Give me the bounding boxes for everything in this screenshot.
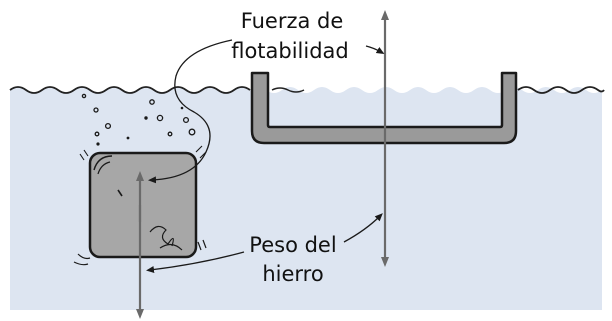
leader-weight-to-boat — [343, 213, 383, 243]
leader-weight-to-cube — [146, 251, 245, 273]
waterline — [9, 86, 251, 94]
weight-label-line1: Peso del — [249, 233, 337, 257]
iron-cube — [73, 145, 207, 266]
bubbles — [81, 93, 196, 137]
waterline-right — [517, 86, 605, 94]
waterline-inside-boat — [271, 87, 305, 93]
buoyancy-label-line2: flotabilidad — [231, 39, 349, 63]
bubble-dots — [96, 106, 184, 146]
leader-buoyancy-to-cube — [148, 39, 233, 184]
leader-buoyancy-to-boat — [365, 45, 385, 54]
weight-label-line2: hierro — [262, 262, 324, 286]
buoyancy-label-line1: Fuerza de — [240, 9, 344, 33]
